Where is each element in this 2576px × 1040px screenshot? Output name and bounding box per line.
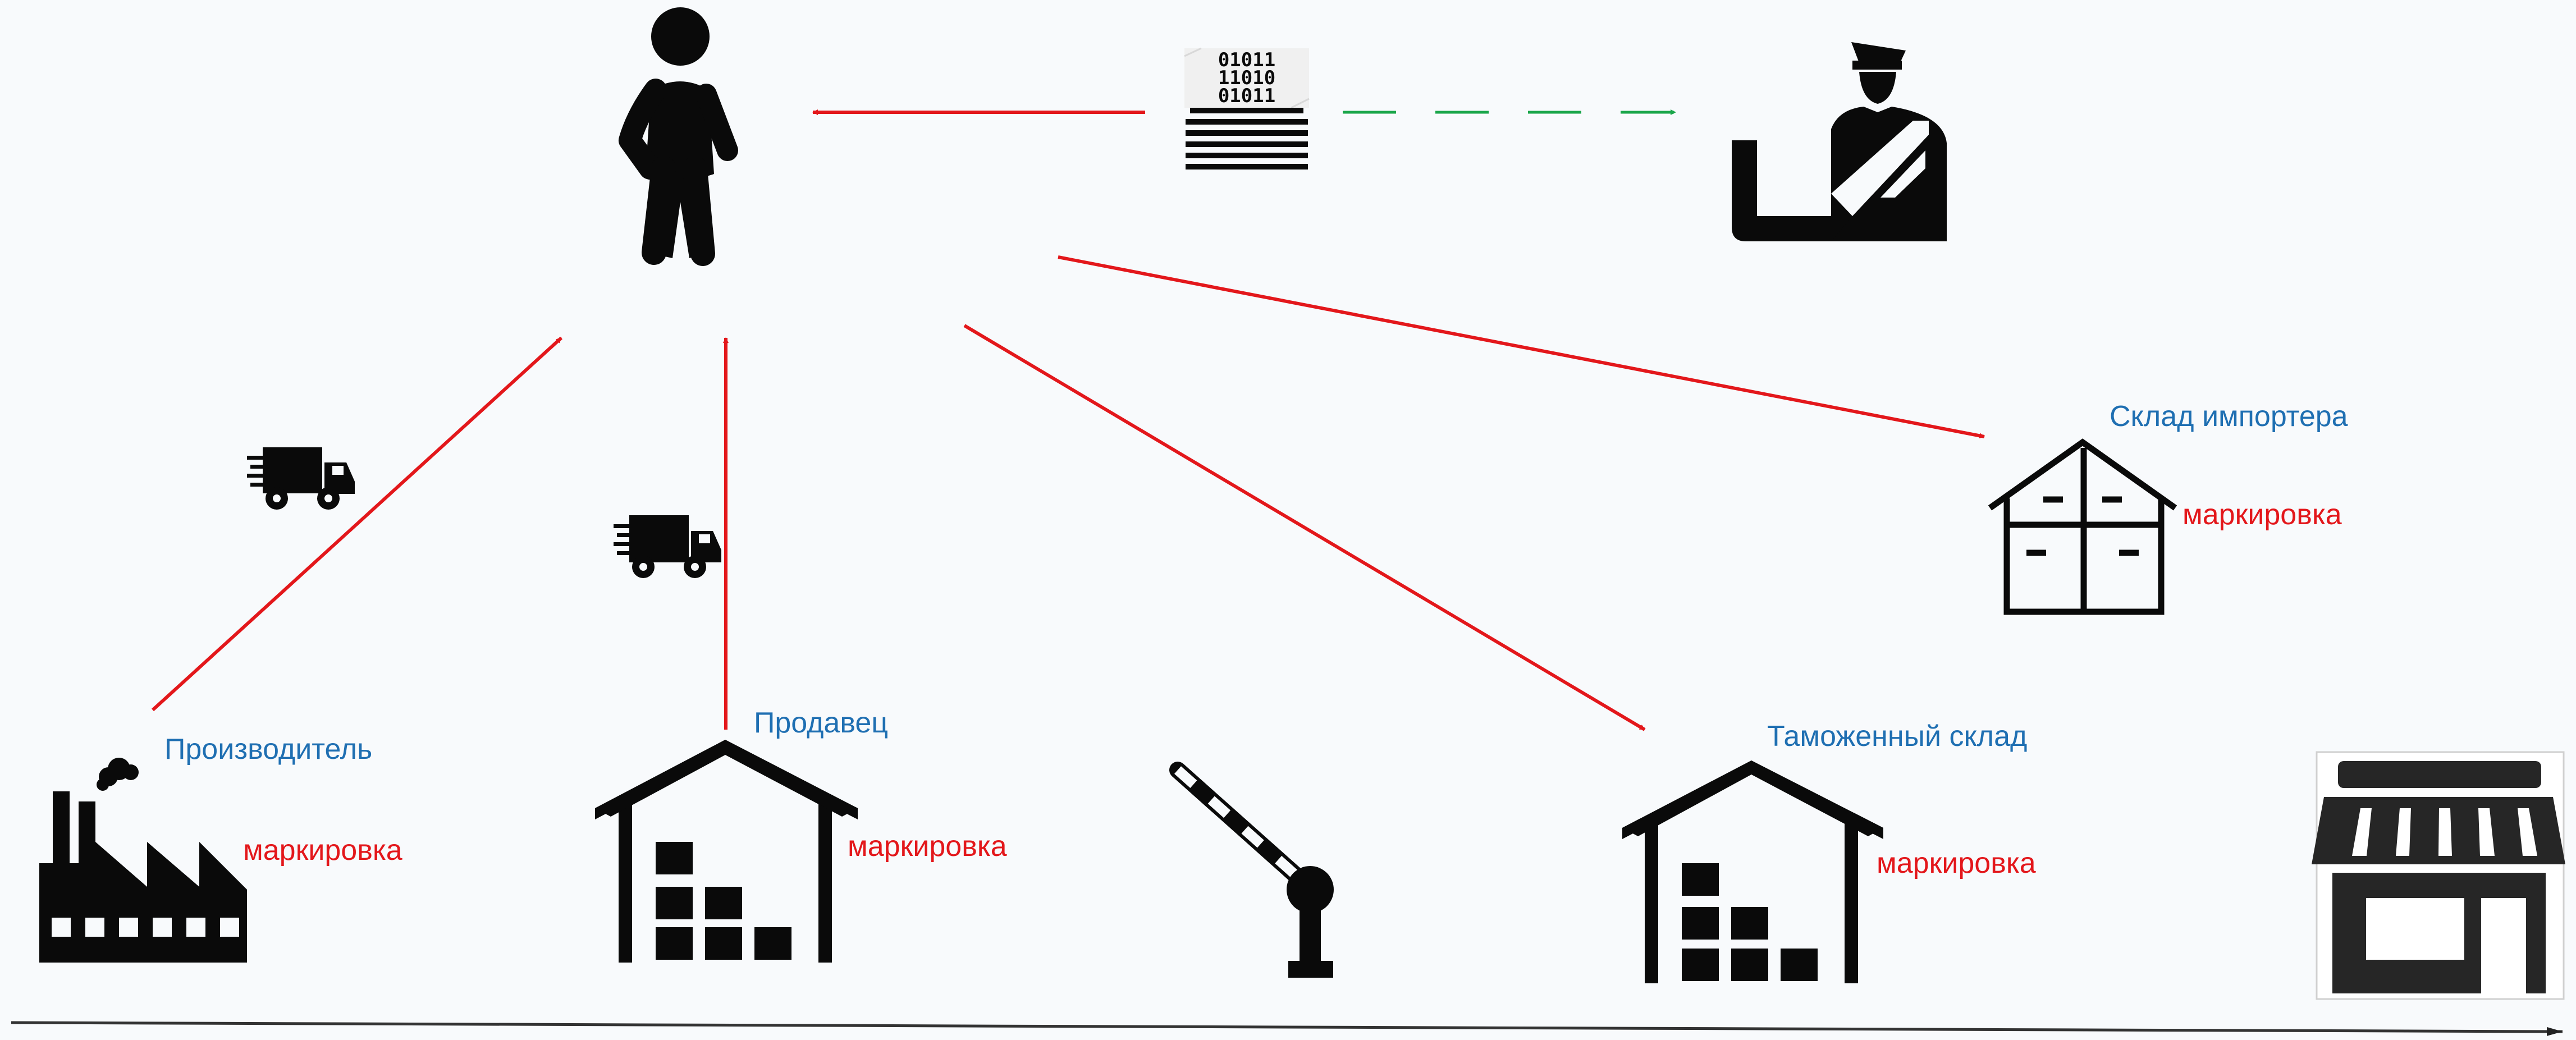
- barrier-gate-icon: [1169, 762, 1334, 978]
- timeline-axis: [11, 1021, 2563, 1036]
- manufacturer-label: Производитель: [164, 733, 373, 766]
- warehouse-icon: [595, 740, 858, 963]
- binary-data-icon: 01011 11010 01011: [1184, 47, 1310, 169]
- binary-line-2: 11010: [1218, 67, 1275, 89]
- warehouse-icon: [1622, 760, 1883, 983]
- factory-icon: [39, 758, 247, 963]
- binary-line-3: 01011: [1218, 85, 1275, 107]
- binary-line-1: 01011: [1218, 49, 1275, 71]
- customs-warehouse-marking: маркировка: [1877, 847, 2036, 879]
- arrow-person-to-customs-warehouse: [963, 324, 1646, 731]
- arrow-person-to-importer-warehouse: [1058, 255, 1985, 439]
- manufacturer-marking: маркировка: [243, 834, 402, 867]
- seller-label: Продавец: [754, 707, 889, 739]
- storefront-icon: [2312, 751, 2565, 1000]
- seller-marking: маркировка: [848, 830, 1007, 863]
- importer-warehouse-label: Склад импортера: [2110, 400, 2348, 433]
- customs-warehouse-label: Таможенный склад: [1767, 720, 2028, 753]
- truck-icon: [247, 447, 355, 510]
- customs-officer-icon: [1732, 42, 1947, 241]
- importer-warehouse-marking: маркировка: [2182, 498, 2342, 531]
- house-storage-icon: [1988, 438, 2177, 615]
- person-icon: [619, 7, 738, 266]
- arrow-manufacturer-to-person: [151, 336, 563, 712]
- truck-icon: [614, 515, 721, 578]
